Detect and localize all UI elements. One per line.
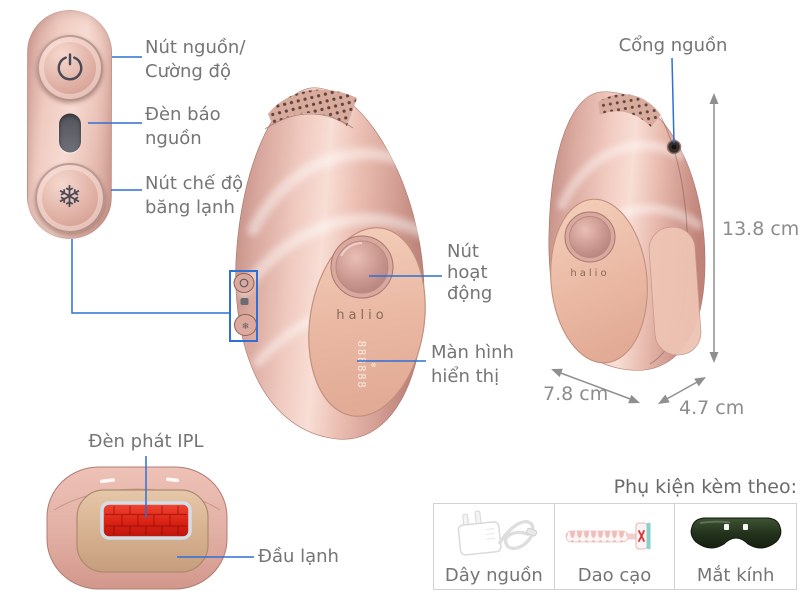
accessory-razor: Dao cạo — [555, 504, 676, 589]
goggles-icon — [690, 517, 782, 549]
svg-text:❄: ❄ — [369, 362, 377, 368]
accessory-goggles: Mắt kính — [675, 504, 796, 589]
snowflake-icon: ❄ — [56, 180, 83, 215]
svg-text:❄: ❄ — [242, 322, 250, 332]
accessories-table: Dây nguồn Dao cạo — [433, 503, 797, 590]
label-power-port: Cổng nguồn — [618, 35, 728, 56]
control-panel-closeup: ❄ — [27, 10, 112, 239]
ice-mode-button: ❄ — [34, 163, 105, 233]
power-icon — [57, 53, 82, 81]
accessory-label: Mắt kính — [696, 565, 775, 586]
label-ice-mode-button: Nút chế độ băng lạnh — [145, 173, 244, 218]
vent-grille — [598, 94, 661, 127]
accessory-power-adapter: Dây nguồn — [434, 504, 555, 589]
label-ipl-lamp: Đèn phát IPL — [88, 431, 204, 452]
label-power-led: Đèn báo nguồn — [145, 104, 221, 149]
cap-seam — [264, 113, 354, 130]
label-cooling-head: Đầu lạnh — [258, 546, 339, 567]
dimension-depth: 4.7 cm — [679, 397, 745, 419]
dimension-height: 13.8 cm — [722, 218, 800, 240]
accessory-label: Dây nguồn — [444, 565, 543, 586]
lamp-head-view — [46, 466, 228, 590]
accessory-label: Dao cạo — [577, 565, 652, 586]
power-indicator-led — [58, 113, 81, 153]
power-button — [36, 35, 103, 101]
svg-text:888888: 888888 — [355, 341, 368, 390]
label-action-button: Nút hoạt động — [447, 241, 493, 304]
device-side-view: halio — [548, 91, 706, 371]
vent-grille — [268, 89, 357, 126]
razor-icon — [566, 522, 651, 550]
label-display-screen: Màn hình hiển thị — [431, 342, 514, 387]
brand-logo: halio — [570, 268, 609, 279]
dimension-width: 7.8 cm — [543, 383, 609, 405]
action-button — [335, 240, 389, 294]
power-adapter-icon — [457, 510, 537, 556]
device-front-view: halio 888888 ❄ ❄ — [233, 87, 428, 440]
action-button — [569, 216, 611, 258]
led-display: 888888 ❄ — [355, 341, 377, 390]
accessories-title: Phụ kiện kèm theo: — [613, 476, 797, 498]
label-power-button: Nút nguồn/ Cường độ — [145, 37, 246, 82]
back-panel — [648, 226, 702, 356]
brand-logo: halio — [336, 308, 387, 323]
